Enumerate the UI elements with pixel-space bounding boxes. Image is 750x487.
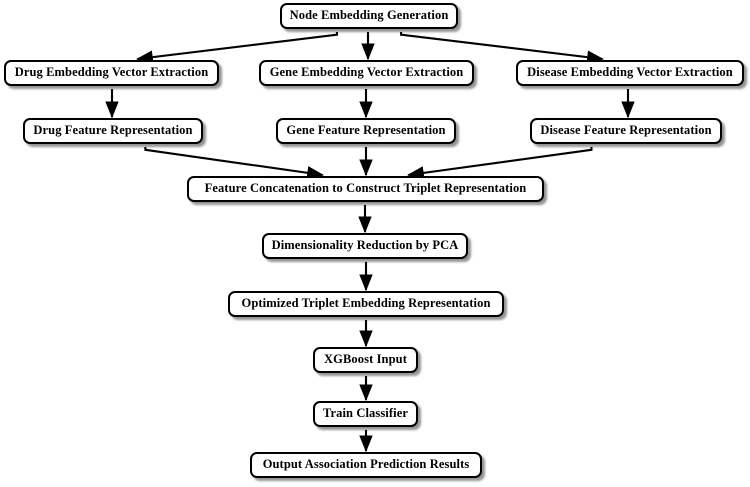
node-output-association-prediction-results: Output Association Prediction Results — [250, 452, 482, 478]
edge-neg-to-drug — [136, 32, 339, 64]
node-drug-feature-representation: Drug Feature Representation — [23, 118, 203, 144]
node-drug-embedding-vector-extraction: Drug Embedding Vector Extraction — [4, 60, 219, 86]
node-label: XGBoost Input — [324, 352, 407, 367]
node-node-embedding-generation: Node Embedding Generation — [280, 3, 458, 29]
node-dimensionality-reduction-pca: Dimensionality Reduction by PCA — [262, 233, 468, 259]
node-label: Disease Feature Representation — [540, 123, 712, 138]
node-label: Node Embedding Generation — [289, 8, 449, 23]
node-label: Train Classifier — [322, 406, 409, 421]
node-label: Drug Feature Representation — [33, 123, 193, 138]
node-label: Gene Feature Representation — [286, 123, 446, 138]
node-disease-embedding-vector-extraction: Disease Embedding Vector Extraction — [516, 60, 744, 86]
node-train-classifier: Train Classifier — [313, 401, 418, 427]
node-label: Gene Embedding Vector Extraction — [269, 65, 464, 80]
edge-drug-feat-to-concat — [144, 147, 324, 180]
node-xgboost-input: XGBoost Input — [313, 347, 418, 373]
edge-dis-feat-to-concat — [407, 147, 593, 180]
node-label: Drug Embedding Vector Extraction — [14, 65, 209, 80]
node-label: Optimized Triplet Embedding Representati… — [241, 296, 491, 311]
node-label: Output Association Prediction Results — [262, 457, 470, 472]
node-optimized-triplet-embedding: Optimized Triplet Embedding Representati… — [228, 291, 504, 317]
node-label: Feature Concatenation to Construct Tripl… — [204, 181, 527, 196]
edge-neg-to-disease — [399, 32, 604, 64]
node-gene-feature-representation: Gene Feature Representation — [276, 118, 456, 144]
node-label: Disease Embedding Vector Extraction — [527, 65, 733, 80]
node-label: Dimensionality Reduction by PCA — [271, 238, 459, 253]
node-disease-feature-representation: Disease Feature Representation — [530, 118, 722, 144]
node-feature-concatenation: Feature Concatenation to Construct Tripl… — [187, 176, 544, 202]
node-gene-embedding-vector-extraction: Gene Embedding Vector Extraction — [259, 60, 474, 86]
